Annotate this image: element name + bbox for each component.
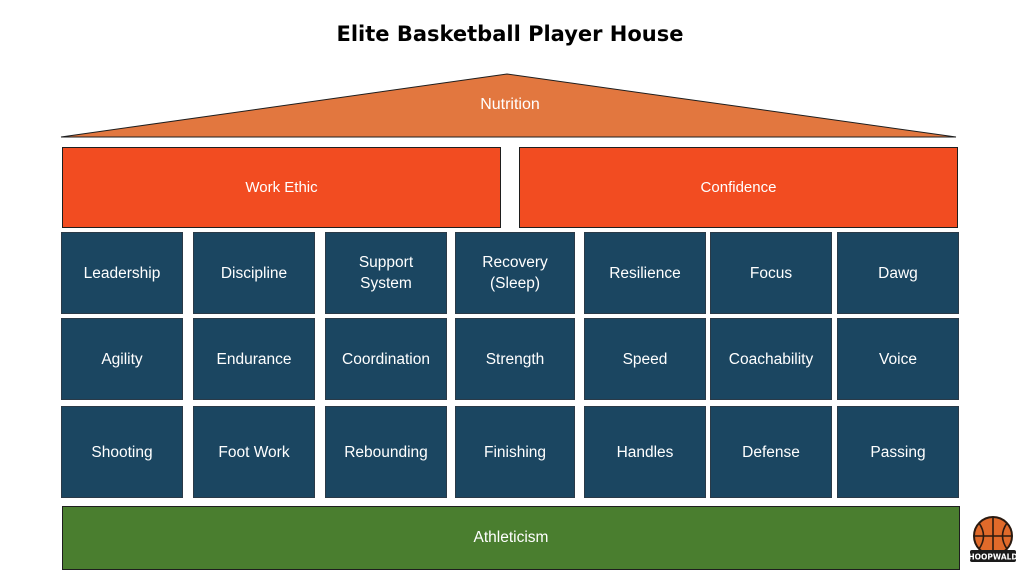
basketball-icon bbox=[973, 516, 1013, 556]
block-defense: Defense bbox=[710, 406, 832, 498]
roof-shape bbox=[60, 73, 957, 138]
pillar-confidence: Confidence bbox=[519, 147, 958, 228]
block-passing: Passing bbox=[837, 406, 959, 498]
block-foot-work: Foot Work bbox=[193, 406, 315, 498]
block-recovery: Recovery (Sleep) bbox=[455, 232, 575, 314]
pillar-work-ethic: Work Ethic bbox=[62, 147, 501, 228]
block-shooting: Shooting bbox=[61, 406, 183, 498]
block-dawg: Dawg bbox=[837, 232, 959, 314]
block-resilience: Resilience bbox=[584, 232, 706, 314]
block-rebounding: Rebounding bbox=[325, 406, 447, 498]
block-agility: Agility bbox=[61, 318, 183, 400]
block-leadership: Leadership bbox=[61, 232, 183, 314]
block-speed: Speed bbox=[584, 318, 706, 400]
block-coordination: Coordination bbox=[325, 318, 447, 400]
logo-text: HOOPWALD bbox=[970, 553, 1016, 562]
block-finishing: Finishing bbox=[455, 406, 575, 498]
block-handles: Handles bbox=[584, 406, 706, 498]
block-support-system: Support System bbox=[325, 232, 447, 314]
block-discipline: Discipline bbox=[193, 232, 315, 314]
block-voice: Voice bbox=[837, 318, 959, 400]
block-focus: Focus bbox=[710, 232, 832, 314]
page-title: Elite Basketball Player House bbox=[336, 22, 684, 46]
block-endurance: Endurance bbox=[193, 318, 315, 400]
roof-label: Nutrition bbox=[480, 96, 540, 113]
hoopwald-logo: HOOPWALD bbox=[970, 516, 1016, 562]
block-strength: Strength bbox=[455, 318, 575, 400]
roof bbox=[60, 73, 957, 138]
block-coachability: Coachability bbox=[710, 318, 832, 400]
foundation: Athleticism bbox=[62, 506, 960, 570]
